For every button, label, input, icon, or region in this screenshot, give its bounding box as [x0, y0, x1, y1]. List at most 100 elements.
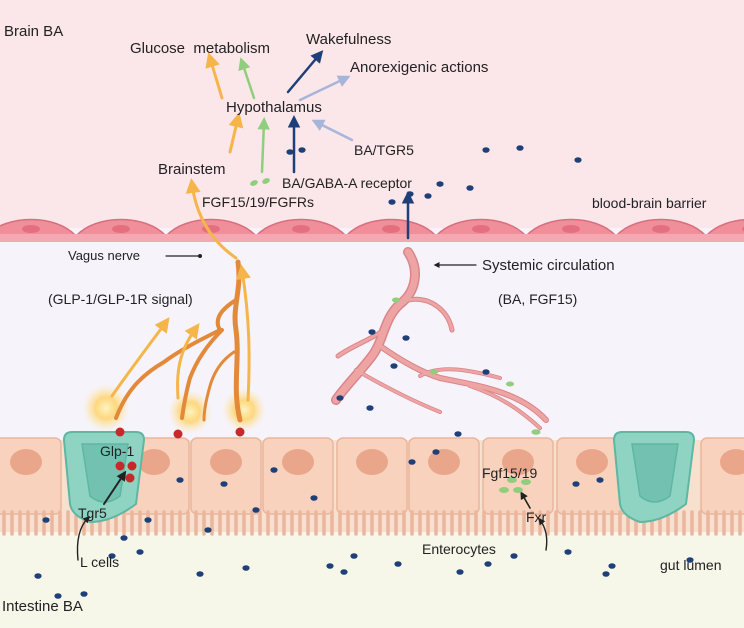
bile-acid-dot — [252, 507, 260, 513]
label-fgf15-19: Fgf15/19 — [482, 465, 537, 481]
arrow-fgf-hypothalamus — [257, 117, 270, 174]
endothelial-nucleus — [472, 225, 490, 233]
bile-acid-dot — [136, 549, 144, 555]
label-brainstem: Brainstem — [158, 161, 226, 178]
endothelial-nucleus — [652, 225, 670, 233]
bile-acid-dot — [596, 477, 604, 483]
bile-acid-dot — [424, 193, 432, 199]
enterocyte-nucleus — [356, 449, 388, 475]
enterocyte-cell — [0, 437, 62, 515]
bile-acid-dot — [326, 563, 334, 569]
bile-acid-dot — [454, 431, 462, 437]
bile-acid-dot — [484, 561, 492, 567]
labels: Brain BA Glucose metabolism Wakefulness … — [2, 23, 721, 615]
bile-acid-dot — [456, 569, 464, 575]
arrow-tgr5-hypothalamus — [311, 119, 354, 142]
enterocyte-cell — [262, 437, 334, 515]
endothelial-nucleus — [22, 225, 40, 233]
bile-acid-dot — [466, 185, 474, 191]
arrow-enterocytes-fxr — [538, 517, 548, 551]
bile-acid-dot — [80, 591, 88, 597]
arrow-glp-signal-3 — [236, 264, 251, 402]
label-ba-tgr5: BA/TGR5 — [354, 142, 414, 158]
endothelial-nucleus — [562, 225, 580, 233]
label-glucose-metabolism: Glucose metabolism — [130, 40, 270, 57]
label-ba-gaba-receptor: BA/GABA-A receptor — [282, 175, 412, 191]
bile-acid-dot — [482, 147, 490, 153]
gut-lumen-region — [0, 532, 744, 628]
bile-acid-dot — [144, 517, 152, 523]
arrow-glp-signal-2 — [176, 323, 200, 400]
bile-acid-dot — [34, 573, 42, 579]
label-glp1: Glp-1 — [100, 443, 134, 459]
bile-acid-dot — [368, 329, 376, 335]
bile-acid-dot — [608, 563, 616, 569]
bile-acid-dot — [286, 149, 294, 155]
label-systemic-circulation: Systemic circulation — [482, 257, 615, 274]
enterocyte-nucleus — [576, 449, 608, 475]
bile-acid-dot — [204, 527, 212, 533]
bile-acid-dot — [432, 449, 440, 455]
bile-acid-dot — [108, 553, 116, 559]
enterocyte-row — [0, 437, 744, 515]
bile-acid-dot — [516, 145, 524, 151]
bile-acid-dot — [388, 199, 396, 205]
label-fxr: Fxr — [526, 509, 547, 525]
bile-acid-dot — [402, 335, 410, 341]
blood-vessel — [331, 247, 549, 430]
endothelial-nucleus — [112, 225, 130, 233]
bile-acid-dot — [120, 535, 128, 541]
endothelial-nucleus — [382, 225, 400, 233]
arrows — [76, 50, 548, 561]
bile-acid-dot — [298, 147, 306, 153]
bile-acid-dot — [408, 459, 416, 465]
arrow-brainstem-hypothalamus — [228, 112, 244, 154]
vagus-pointer-dot — [198, 254, 202, 258]
bile-acid-dot — [350, 553, 358, 559]
bile-acid-dot — [42, 517, 50, 523]
endothelial-nucleus — [292, 225, 310, 233]
label-ba-fgf15: (BA, FGF15) — [498, 291, 577, 307]
bile-acid-dot — [270, 467, 278, 473]
label-vagus-nerve: Vagus nerve — [68, 248, 140, 263]
bile-acid-dot — [574, 157, 582, 163]
enterocyte-cell — [190, 437, 262, 515]
label-tgr5: Tgr5 — [78, 505, 107, 521]
bile-acid-dot — [220, 481, 228, 487]
bile-acid-dot — [336, 395, 344, 401]
bile-acid-dot — [196, 571, 204, 577]
bile-acid-dot — [436, 181, 444, 187]
enterocyte-cell — [482, 437, 554, 515]
bile-acid-dot — [390, 363, 398, 369]
bile-acid-molecules — [34, 145, 694, 599]
label-intestine-ba: Intestine BA — [2, 598, 83, 615]
glow-spot — [168, 390, 212, 434]
enterocyte-nucleus — [10, 449, 42, 475]
arrow-fxr-fgf — [520, 491, 531, 509]
brain-region — [0, 0, 744, 228]
blood-brain-barrier-cells — [0, 218, 744, 242]
enterocyte-nucleus — [210, 449, 242, 475]
bile-acid-dot — [564, 549, 572, 555]
arrow-glp-signal-1 — [110, 317, 170, 398]
bile-acid-dot — [572, 481, 580, 487]
label-wakefulness: Wakefulness — [306, 31, 391, 48]
arrow-hypothalamus-anorexigenic — [298, 75, 351, 102]
vagus-nerve — [114, 259, 243, 423]
enterocyte-nucleus — [720, 449, 744, 475]
label-glp1-signal: (GLP-1/GLP-1R signal) — [48, 291, 193, 307]
enterocyte-nucleus — [138, 449, 170, 475]
arrow-hypothalamus-wakefulness — [286, 50, 324, 94]
label-enterocytes: Enterocytes — [422, 541, 496, 557]
label-anorexigenic-actions: Anorexigenic actions — [350, 59, 488, 76]
bile-acid-dot — [366, 405, 374, 411]
bile-acid-dot — [510, 553, 518, 559]
bile-acid-dot — [406, 191, 414, 197]
enterocyte-nucleus — [428, 449, 460, 475]
bile-acid-dot — [482, 369, 490, 375]
label-fgf-fgfrs: FGF15/19/FGFRs — [202, 194, 314, 210]
label-blood-brain-barrier: blood-brain barrier — [592, 195, 707, 211]
arrow-tgr5-glp1 — [103, 470, 127, 505]
bile-acid-dot — [340, 569, 348, 575]
